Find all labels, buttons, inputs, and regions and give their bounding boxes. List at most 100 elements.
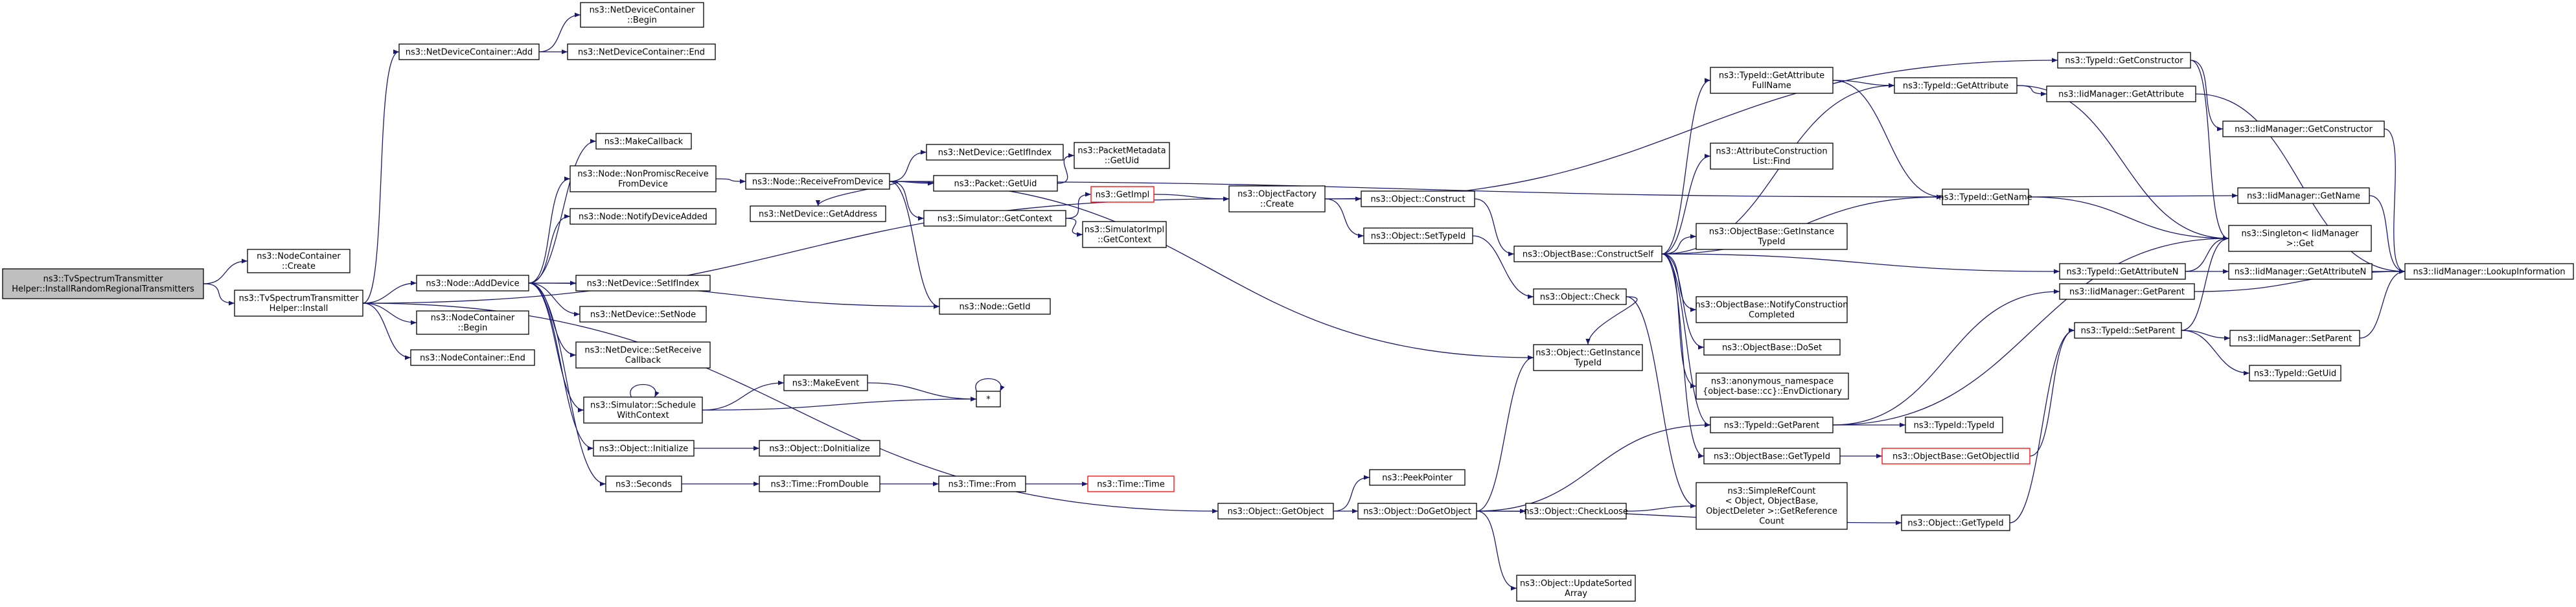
node-ns3-object-settypeid[interactable]: ns3::Object::SetTypeId bbox=[1363, 227, 1473, 244]
node-ns3-packet-getuid[interactable]: ns3::Packet::GetUid bbox=[933, 175, 1058, 192]
edge-root-to-tvInstall bbox=[203, 283, 235, 306]
node-ns3-seconds[interactable]: ns3::Seconds bbox=[605, 475, 682, 492]
node-ns3-node-notifydeviceadded[interactable]: ns3::Node::NotifyDeviceAdded bbox=[569, 208, 717, 225]
node-ns3-getimpl[interactable]: ns3::GetImpl bbox=[1090, 186, 1155, 203]
edge-doGetObj-to-updSorted bbox=[1476, 510, 1517, 591]
node-ns3-typeid-getparent[interactable]: ns3::TypeId::GetParent bbox=[1710, 417, 1834, 433]
node-ns3-typeid-getattribute[interactable]: ns3::TypeId::GetAttribute bbox=[1894, 77, 2018, 94]
node-ns3-time-from[interactable]: ns3::Time::From bbox=[938, 475, 1026, 492]
node-ns3-anonymous-namespace-object-base-cc-envdictionary[interactable]: ns3::anonymous_namespace{object-base::cc… bbox=[1696, 372, 1849, 400]
node-label-line: ns3::ObjectBase::DoSet bbox=[1722, 343, 1822, 352]
node-ns3-typeid-getuid[interactable]: ns3::TypeId::GetUid bbox=[2249, 365, 2341, 382]
node-ns3-netdevice-getifindex[interactable]: ns3::NetDevice::GetIfIndex bbox=[926, 144, 1064, 161]
node-ns3-makeevent[interactable]: ns3::MakeEvent bbox=[783, 374, 868, 391]
node-ns3-objectbase-notifyconstruction-completed[interactable]: ns3::ObjectBase::NotifyConstructionCompl… bbox=[1696, 296, 1848, 323]
node-label-line: ObjectDeleter >::GetReference bbox=[1706, 507, 1837, 516]
node-[interactable]: * bbox=[976, 391, 1001, 407]
node-ns3-typeid-getattributen[interactable]: ns3::TypeId::GetAttributeN bbox=[2059, 263, 2186, 280]
node-ns3-object-getobject[interactable]: ns3::Object::GetObject bbox=[1217, 503, 1334, 520]
node-ns3-netdevice-setifindex[interactable]: ns3::NetDevice::SetIfIndex bbox=[575, 275, 711, 292]
node-ns3-objectbase-getobjectiid[interactable]: ns3::ObjectBase::GetObjectIid bbox=[1881, 448, 2030, 464]
node-ns3-netdevicecontainer-end[interactable]: ns3::NetDeviceContainer::End bbox=[567, 43, 716, 60]
node-box bbox=[750, 205, 886, 222]
node-ns3-objectfactory-create[interactable]: ns3::ObjectFactory::Create bbox=[1228, 185, 1326, 212]
node-label-line: ns3::Object::GetTypeId bbox=[1907, 518, 2003, 528]
edge-simGetCtx-to-simImplCtx bbox=[1065, 218, 1083, 237]
node-ns3-nodecontainer-end[interactable]: ns3::NodeContainer::End bbox=[410, 349, 535, 366]
node-ns3-simulator-getcontext[interactable]: ns3::Simulator::GetContext bbox=[923, 210, 1066, 227]
edge-iidGetAttr-to-lookupInfo bbox=[2195, 93, 2406, 274]
node-ns3-netdevicecontainer-begin[interactable]: ns3::NetDeviceContainer::Begin bbox=[580, 2, 704, 28]
node-ns3-makecallback[interactable]: ns3::MakeCallback bbox=[595, 133, 692, 150]
node-ns3-tvspectrumtransmitter-helper-install[interactable]: ns3::TvSpectrumTransmitterHelper::Instal… bbox=[234, 290, 363, 317]
node-ns3-object-checkloose[interactable]: ns3::Object::CheckLoose bbox=[1524, 503, 1628, 520]
node-ns3-object-gettypeid[interactable]: ns3::Object::GetTypeId bbox=[1901, 514, 2010, 531]
node-ns3-objectbase-constructself[interactable]: ns3::ObjectBase::ConstructSelf bbox=[1513, 246, 1662, 262]
node-ns3-nodecontainer-begin[interactable]: ns3::NodeContainer::Begin bbox=[416, 310, 529, 335]
node-ns3-object-initialize[interactable]: ns3::Object::Initialize bbox=[593, 440, 695, 457]
node-box bbox=[416, 275, 529, 292]
node-ns3-node-adddevice[interactable]: ns3::Node::AddDevice bbox=[416, 275, 529, 292]
node-ns3-singleton-iidmanager-get[interactable]: ns3::Singleton< IidManager>::Get bbox=[2228, 225, 2372, 252]
edge-tidGetParent-to-iidGetParent bbox=[1832, 289, 2060, 426]
node-ns3-node-receivefromdevice[interactable]: ns3::Node::ReceiveFromDevice bbox=[745, 173, 890, 190]
edge-tvInstall-to-ofCreate bbox=[362, 196, 1230, 304]
node-label-line: ns3::AttributeConstruction bbox=[1716, 147, 1827, 157]
node-ns3-objectbase-gettypeid[interactable]: ns3::ObjectBase::GetTypeId bbox=[1703, 448, 1841, 464]
node-ns3-netdevice-setnode[interactable]: ns3::NetDevice::SetNode bbox=[579, 306, 707, 323]
node-ns3-object-dogetobject[interactable]: ns3::Object::DoGetObject bbox=[1357, 503, 1477, 520]
node-ns3-time-time[interactable]: ns3::Time::Time bbox=[1087, 475, 1175, 492]
node-box bbox=[1516, 575, 1636, 602]
node-label-line: ns3::ObjectBase::NotifyConstruction bbox=[1696, 301, 1848, 310]
node-ns3-object-doinitialize[interactable]: ns3::Object::DoInitialize bbox=[759, 440, 880, 457]
node-ns3-iidmanager-getconstructor[interactable]: ns3::IidManager::GetConstructor bbox=[2222, 120, 2385, 137]
node-ns3-objectbase-doset[interactable]: ns3::ObjectBase::DoSet bbox=[1703, 339, 1841, 356]
node-ns3-typeid-getconstructor[interactable]: ns3::TypeId::GetConstructor bbox=[2057, 52, 2191, 69]
node-ns3-netdevice-getaddress[interactable]: ns3::NetDevice::GetAddress bbox=[750, 205, 886, 222]
edge-iidGetConstr-to-lookupInfo bbox=[2384, 128, 2406, 274]
node-ns3-iidmanager-getattribute[interactable]: ns3::IidManager::GetAttribute bbox=[2046, 86, 2196, 102]
node-ns3-node-getid[interactable]: ns3::Node::GetId bbox=[939, 298, 1051, 315]
node-box bbox=[1533, 344, 1643, 371]
node-ns3-simplerefcount-object-objectbase-objectdeleter-getreference-count[interactable]: ns3::SimpleRefCount< Object, ObjectBase,… bbox=[1696, 482, 1848, 530]
node-ns3-iidmanager-getparent[interactable]: ns3::IidManager::GetParent bbox=[2059, 283, 2195, 300]
node-box bbox=[1710, 143, 1834, 170]
node-ns3-typeid-typeid[interactable]: ns3::TypeId::TypeId bbox=[1905, 417, 2003, 433]
node-ns3-peekpointer[interactable]: ns3::PeekPointer bbox=[1369, 469, 1466, 486]
node-label-line: ns3::NetDevice::SetReceive bbox=[584, 346, 701, 356]
node-ns3-time-fromdouble[interactable]: ns3::Time::FromDouble bbox=[759, 475, 880, 492]
node-label-line: ns3::NetDevice::SetIfIndex bbox=[587, 279, 700, 288]
node-ns3-packetmetadata-getuid[interactable]: ns3::PacketMetadata::GetUid bbox=[1074, 142, 1170, 169]
node-ns3-object-construct[interactable]: ns3::Object::Construct bbox=[1361, 190, 1475, 207]
node-box bbox=[1696, 372, 1849, 400]
node-box bbox=[1087, 475, 1175, 492]
node-ns3-iidmanager-getattributen[interactable]: ns3::IidManager::GetAttributeN bbox=[2228, 263, 2373, 280]
node-box bbox=[2059, 263, 2186, 280]
node-label-line: {object-base::cc}::EnvDictionary bbox=[1703, 387, 1842, 396]
node-ns3-iidmanager-setparent[interactable]: ns3::IidManager::SetParent bbox=[2229, 330, 2360, 347]
node-ns3-netdevicecontainer-add[interactable]: ns3::NetDeviceContainer::Add bbox=[398, 43, 540, 60]
node-ns3-iidmanager-lookupinformation[interactable]: ns3::IidManager::LookupInformation bbox=[2404, 263, 2574, 280]
node-label-line: ns3::Simulator::Schedule bbox=[590, 401, 696, 411]
node-ns3-object-check[interactable]: ns3::Object::Check bbox=[1533, 288, 1627, 305]
node-label-line: ns3::TypeId::GetConstructor bbox=[2065, 56, 2183, 65]
node-box bbox=[1901, 514, 2010, 531]
edge-constructSelf-to-tidGetAttrN bbox=[1661, 253, 2060, 274]
node-label-line: ns3::Singleton< IidManager bbox=[2241, 229, 2359, 239]
node-ns3-iidmanager-getname[interactable]: ns3::IidManager::GetName bbox=[2237, 187, 2370, 204]
node-ns3-simulatorimpl-getcontext[interactable]: ns3::SimulatorImpl::GetContext bbox=[1082, 221, 1167, 248]
node-ns3-typeid-getname[interactable]: ns3::TypeId::GetName bbox=[1938, 189, 2032, 205]
node-label-line: ns3::Time::FromDouble bbox=[771, 479, 869, 489]
node-box bbox=[569, 208, 717, 225]
node-ns3-tvspectrumtransmitter-helper-installrandomregionaltransmitters[interactable]: ns3::TvSpectrumTransmitterHelper::Instal… bbox=[2, 268, 204, 299]
node-ns3-typeid-setparent[interactable]: ns3::TypeId::SetParent bbox=[2074, 322, 2182, 339]
node-ns3-nodecontainer-create[interactable]: ns3::NodeContainer::Create bbox=[247, 249, 351, 273]
